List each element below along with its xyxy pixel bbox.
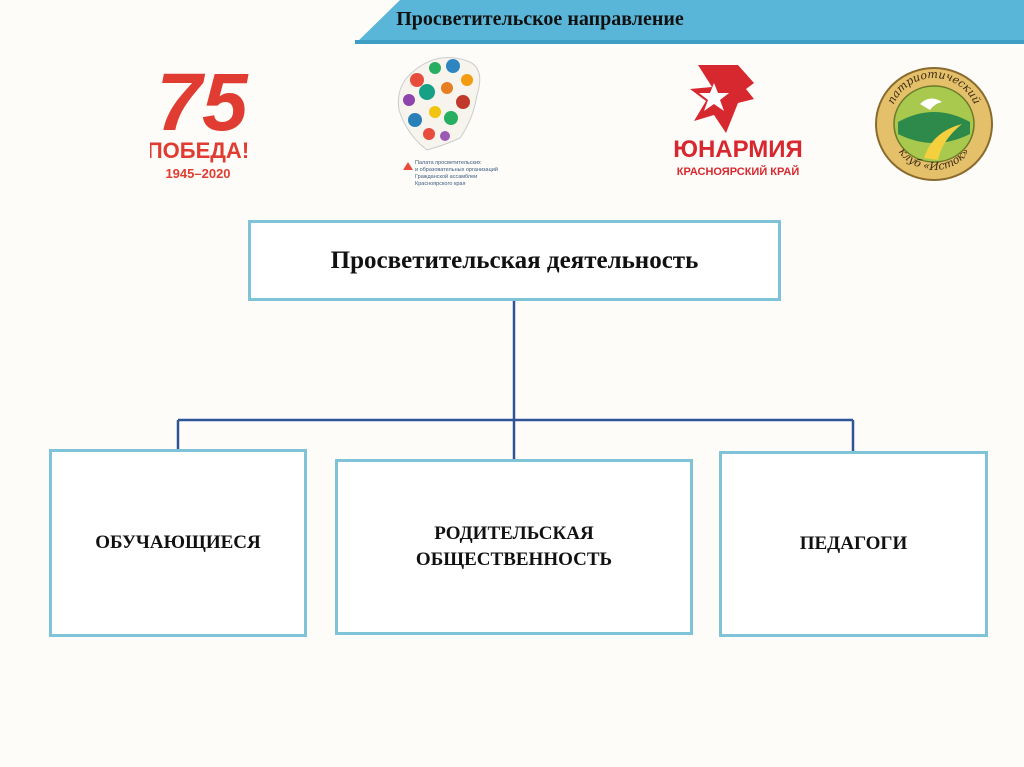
yunarmiya-title: ЮНАРМИЯ bbox=[673, 136, 803, 163]
yunarmiya-logo: ЮНАРМИЯ КРАСНОЯРСКИЙ КРАЙ bbox=[668, 55, 808, 185]
pobeda-75-logo: 75 ПОБЕДА! 1945–2020 bbox=[150, 58, 260, 188]
child-node-label: ПЕДАГОГИ bbox=[799, 533, 908, 554]
chamber-logo-line-4: Красноярского края bbox=[415, 181, 465, 187]
logo-years-text: 1945–2020 bbox=[165, 166, 230, 181]
logo-pobeda-text: ПОБЕДА! bbox=[150, 138, 249, 163]
chamber-logo: Палата просветительских и образовательны… bbox=[385, 50, 525, 200]
slide-title: Просветительское направление bbox=[396, 8, 684, 30]
root-node: Просветительская деятельность bbox=[248, 220, 781, 301]
child-node-parents: РОДИТЕЛЬСКАЯ ОБЩЕСТВЕННОСТЬ bbox=[335, 459, 693, 635]
chamber-logo-line-1: Палата просветительских bbox=[415, 160, 481, 166]
eagle-star-icon bbox=[690, 65, 754, 133]
child-node-label: РОДИТЕЛЬСКАЯ ОБЩЕСТВЕННОСТЬ bbox=[415, 523, 613, 570]
child-node-teachers: ПЕДАГОГИ bbox=[719, 451, 988, 637]
child-node-label: ОБУЧАЮЩИЕСЯ bbox=[95, 532, 261, 553]
chamber-logo-line-3: Гражданской ассамблеи bbox=[415, 173, 477, 180]
child-node-students: ОБУЧАЮЩИЕСЯ bbox=[49, 449, 307, 637]
dove-icon bbox=[920, 98, 942, 110]
logo-75-number: 75 bbox=[156, 58, 249, 148]
header-band bbox=[355, 0, 1024, 44]
root-node-label: Просветительская деятельность bbox=[330, 246, 699, 274]
yunarmiya-subtitle: КРАСНОЯРСКИЙ КРАЙ bbox=[677, 165, 800, 178]
istok-club-logo: патриотический клуб «Исток» bbox=[872, 62, 996, 184]
chamber-logo-line-2: и образовательных организаций bbox=[415, 166, 498, 173]
